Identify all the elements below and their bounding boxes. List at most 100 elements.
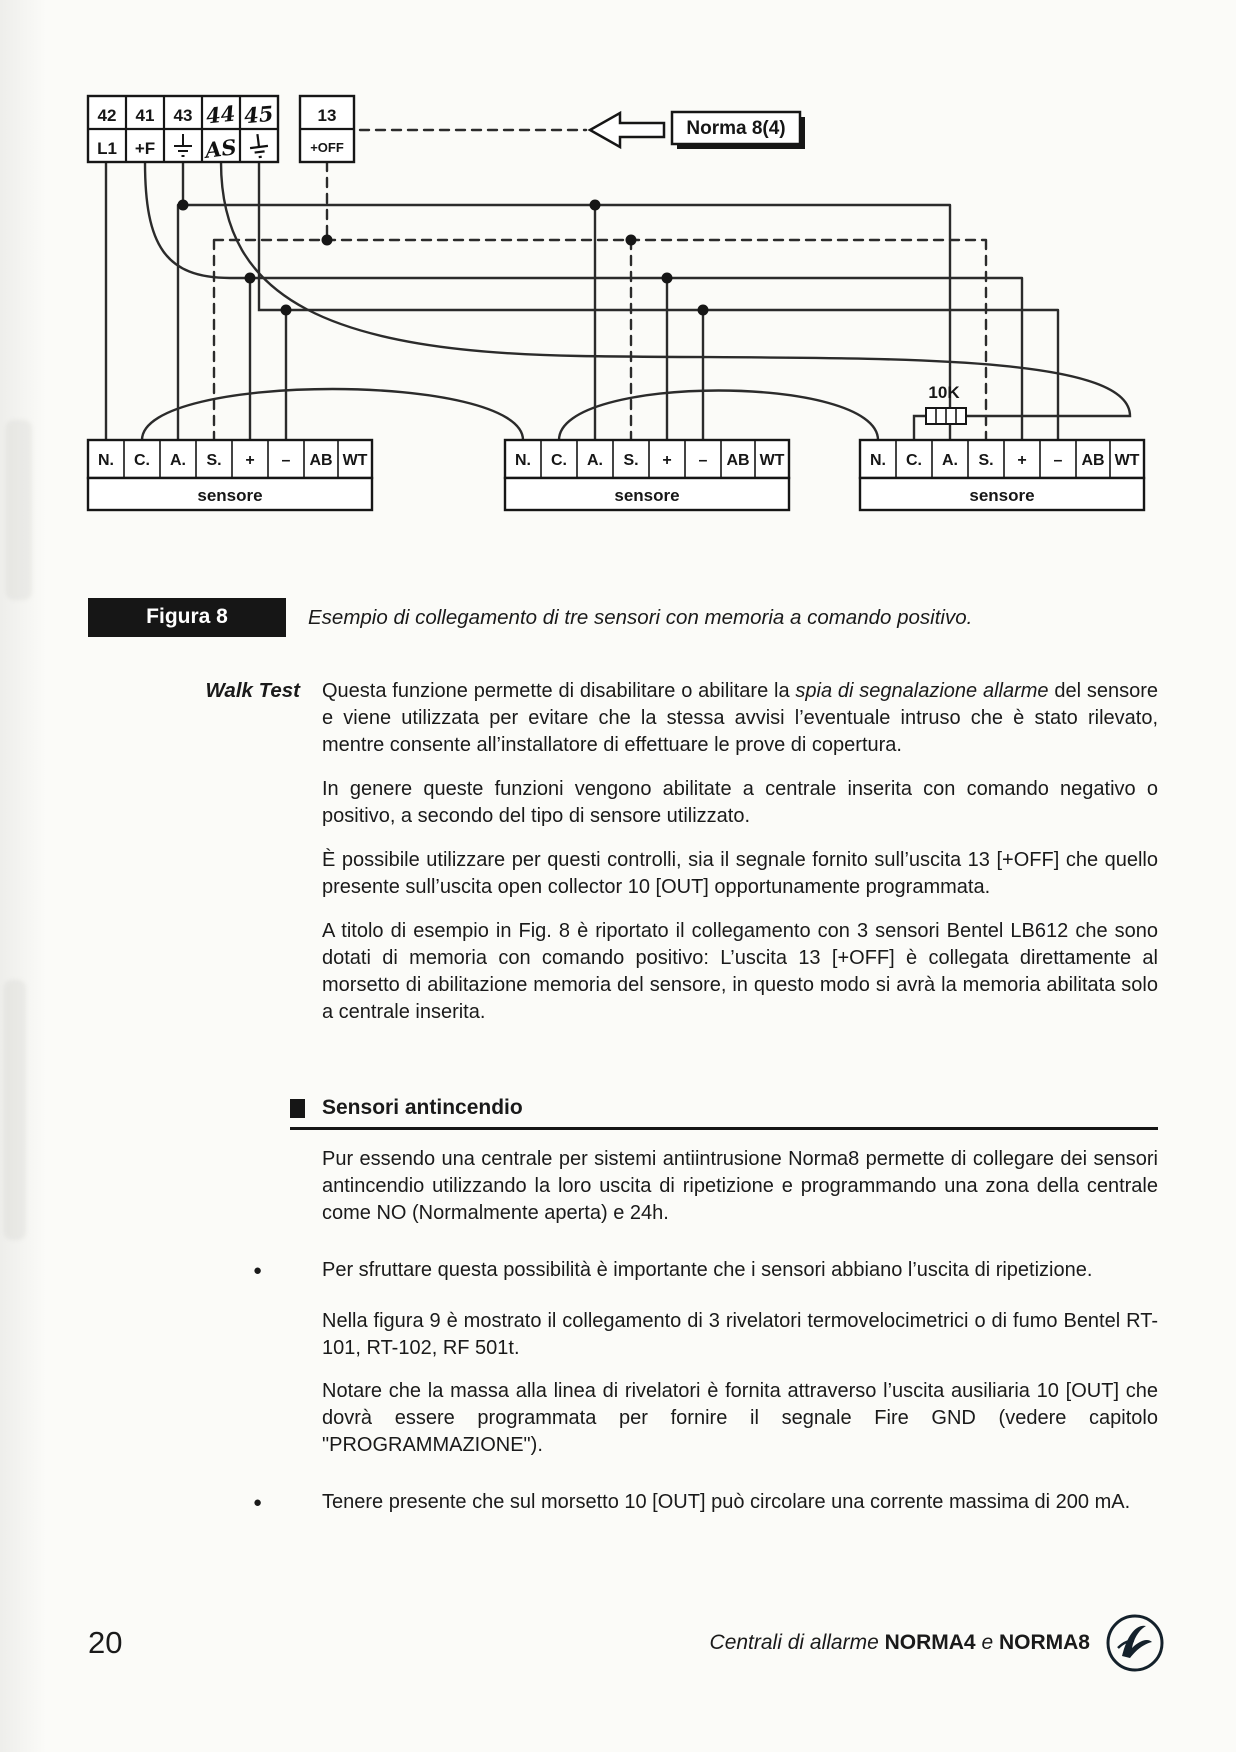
footer-text: Centrali di allarme NORMA4 e NORMA8 xyxy=(710,1631,1090,1655)
paragraph: Per sfruttare questa possibilità è impor… xyxy=(322,1259,1093,1281)
sensor2-terminal-minus: – xyxy=(699,452,708,469)
sensor1-terminal-ab: AB xyxy=(309,452,332,469)
sensor1-terminal-a: A. xyxy=(170,452,186,469)
sensor3-terminal-a: A. xyxy=(942,452,958,469)
page-footer: 20 Centrali di allarme NORMA4 e NORMA8 xyxy=(88,1612,1166,1674)
terminal-plusf-label: +F xyxy=(135,139,155,158)
wire-ground-bus xyxy=(176,160,952,442)
junction-dots xyxy=(177,199,709,316)
paragraph: A titolo di esempio in Fig. 8 è riportat… xyxy=(322,920,1158,1023)
paragraph-italic-text: spia di segnalazione allarme xyxy=(795,680,1049,702)
bullet-text: Tenere presente che sul morsetto 10 [OUT… xyxy=(322,1489,1158,1516)
wire-sensor2-to-sensor3 xyxy=(557,389,880,442)
sensor3-terminal-ab: AB xyxy=(1081,452,1104,469)
footer-brand-norma4: NORMA4 xyxy=(884,1631,976,1654)
scan-artifact xyxy=(4,980,26,1240)
sensor3-label: sensore xyxy=(969,486,1034,505)
bentel-logo xyxy=(1106,1614,1164,1672)
wire-resistor-to-sensor3 xyxy=(912,414,928,442)
paragraph: Questa funzione permette di disabilitare… xyxy=(322,678,1158,759)
terminal-42-label: 42 xyxy=(98,106,117,125)
wires-dashed xyxy=(212,128,988,442)
norma-callout: Norma 8(4) xyxy=(670,110,805,149)
paragraph: Pur essendo una centrale per sistemi ant… xyxy=(322,1148,1158,1224)
wire-sensor1-to-sensor2 xyxy=(140,387,525,442)
bullet-text: Per sfruttare questa possibilità è impor… xyxy=(322,1257,1158,1284)
sensor1-terminal-plus: + xyxy=(245,452,254,469)
sensor-block-1: N. C. A. S. + – AB WT sensore xyxy=(86,438,374,512)
footer-brand-norma8: NORMA8 xyxy=(998,1631,1090,1654)
section-header: Sensori antincendio xyxy=(290,1096,1158,1130)
sensor2-terminal-plus: + xyxy=(662,452,671,469)
terminal-as-label-handwritten: AS xyxy=(202,134,238,163)
earth-ground-icon xyxy=(174,134,192,157)
terminal-44-label-handwritten: 44 xyxy=(205,101,237,129)
paragraph-block: Notare che la massa alla linea di rivela… xyxy=(322,1378,1158,1459)
bullet-icon: ● xyxy=(253,1494,263,1511)
terminal-41-label: 41 xyxy=(136,106,155,125)
paragraph-block: Pur essendo una centrale per sistemi ant… xyxy=(322,1146,1158,1227)
paragraph: Notare che la massa alla linea di rivela… xyxy=(322,1380,1158,1456)
wire-minus-bus xyxy=(257,160,1060,442)
sensor3-terminal-minus: – xyxy=(1054,452,1063,469)
bullet-item: ● Per sfruttare questa possibilità è imp… xyxy=(253,1257,1236,1284)
sensor2-terminal-n: N. xyxy=(515,452,531,469)
sensor3-terminal-n: N. xyxy=(870,452,886,469)
sensor1-terminal-n: N. xyxy=(98,452,114,469)
sensor2-terminal-c: C. xyxy=(551,452,567,469)
sensor1-terminal-s: S. xyxy=(206,452,221,469)
footer-text-part: Centrali di allarme xyxy=(709,1631,885,1654)
walk-test-heading: Walk Test xyxy=(205,679,300,702)
paragraph: In genere queste funzioni vengono abilit… xyxy=(322,778,1158,827)
terminal-block-13: 13 +OFF xyxy=(298,94,356,164)
sensor1-label: sensore xyxy=(197,486,262,505)
scan-artifact xyxy=(6,420,32,600)
terminal-block-main: 42 41 43 44 45 L1 +F AS xyxy=(86,94,280,164)
walk-test-section: Walk Test Questa funzione permette di di… xyxy=(0,678,1236,1043)
terminal-l1-label: L1 xyxy=(97,139,117,158)
fire-sensors-section: Sensori antincendio Pur essendo una cent… xyxy=(0,1096,1236,1516)
sensor3-terminal-wt: WT xyxy=(1115,452,1140,469)
paragraph: Nella figura 9 è mostrato il collegament… xyxy=(322,1310,1158,1359)
sensor3-terminal-s: S. xyxy=(978,452,993,469)
paragraph-text: del sensore e viene utilizzata per evita… xyxy=(322,680,1158,756)
sensor1-terminal-c: C. xyxy=(134,452,150,469)
bullet-item: ● Tenere presente che sul morsetto 10 [O… xyxy=(253,1489,1236,1516)
sensor2-terminal-a: A. xyxy=(587,452,603,469)
wiring-diagram: 10K 42 41 43 44 45 L1 +F xyxy=(86,94,1146,512)
sensor-block-3: N. C. A. S. + – AB WT sensore xyxy=(858,438,1146,512)
sensor2-terminal-s: S. xyxy=(623,452,638,469)
resistor-label: 10K xyxy=(928,383,960,402)
footer-right: Centrali di allarme NORMA4 e NORMA8 xyxy=(710,1612,1166,1674)
wires-solid xyxy=(104,160,1132,442)
section-title: Sensori antincendio xyxy=(322,1096,523,1119)
page-number: 20 xyxy=(88,1625,123,1660)
paragraph-text: Questa funzione permette di disabilitare… xyxy=(322,680,796,702)
paragraph: È possibile utilizzare per questi contro… xyxy=(322,849,1158,898)
sensor1-terminal-minus: – xyxy=(282,452,291,469)
wire-plus-bus xyxy=(143,160,1024,442)
paragraph-block: Nella figura 9 è mostrato il collegament… xyxy=(322,1308,1158,1362)
figure-label: Figura 8 xyxy=(88,598,286,637)
earth-ground-icon-handwritten xyxy=(249,133,269,159)
section-square-bullet-icon xyxy=(290,1098,305,1118)
sensor-block-2: N. C. A. S. + – AB WT sensore xyxy=(503,438,791,512)
footer-text-part: e xyxy=(975,1631,999,1654)
terminal-43-label: 43 xyxy=(174,106,193,125)
terminal-45-label-handwritten: 45 xyxy=(243,101,274,128)
terminal-13-label: 13 xyxy=(318,106,337,125)
terminal-plusoff-label: +OFF xyxy=(310,140,344,155)
figure-caption: Esempio di collegamento di tre sensori c… xyxy=(308,606,973,629)
sensor3-terminal-c: C. xyxy=(906,452,922,469)
sensor2-terminal-ab: AB xyxy=(726,452,749,469)
sensor1-terminal-wt: WT xyxy=(343,452,368,469)
walk-test-body: Questa funzione permette di disabilitare… xyxy=(322,678,1158,1043)
arrow-left-icon xyxy=(587,110,666,150)
sensor3-terminal-plus: + xyxy=(1017,452,1026,469)
wire-as-to-resistor xyxy=(219,160,1132,418)
wire-memory-dashed xyxy=(212,160,988,442)
sensor2-terminal-wt: WT xyxy=(760,452,785,469)
figure-caption-row: Figura 8 Esempio di collegamento di tre … xyxy=(88,598,1163,637)
norma-label: Norma 8(4) xyxy=(686,118,785,139)
